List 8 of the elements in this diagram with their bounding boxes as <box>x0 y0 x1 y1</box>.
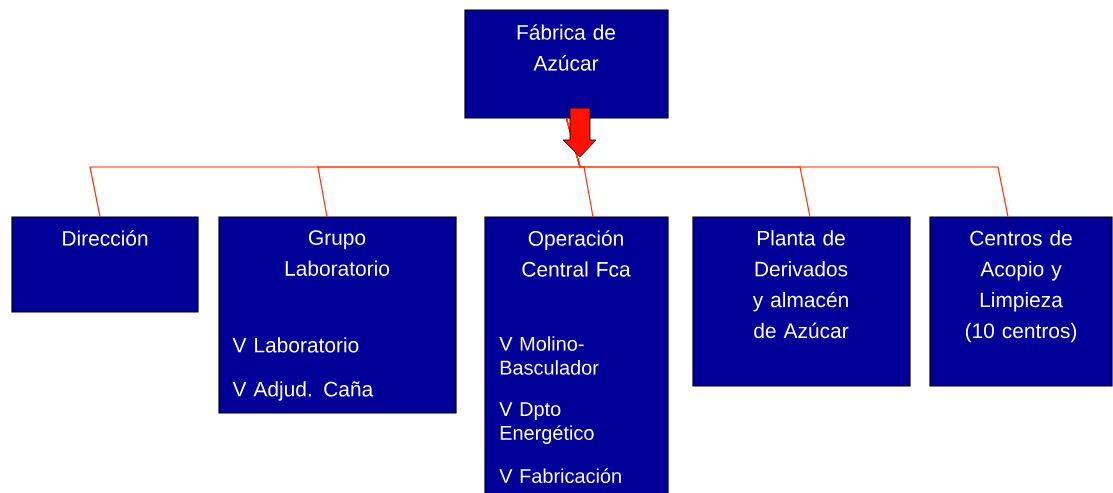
block-arrow <box>562 107 597 158</box>
connector-line <box>565 118 1009 218</box>
org-box: Centros de Acopio y Limpieza (10 centros) <box>929 216 1113 387</box>
org-box: Grupo Laboratorio V Laboratorio V Adjud. Caña <box>218 216 457 414</box>
org-box: Operación Central Fca V Molino-Basculador V Dpto Energético V Fabricación <box>484 216 669 493</box>
org-box: Dirección <box>11 216 199 313</box>
org-box: Fábrica de Azúcar <box>464 9 669 119</box>
org-box: Planta de Derivados y almacén de Azúcar <box>692 216 911 387</box>
